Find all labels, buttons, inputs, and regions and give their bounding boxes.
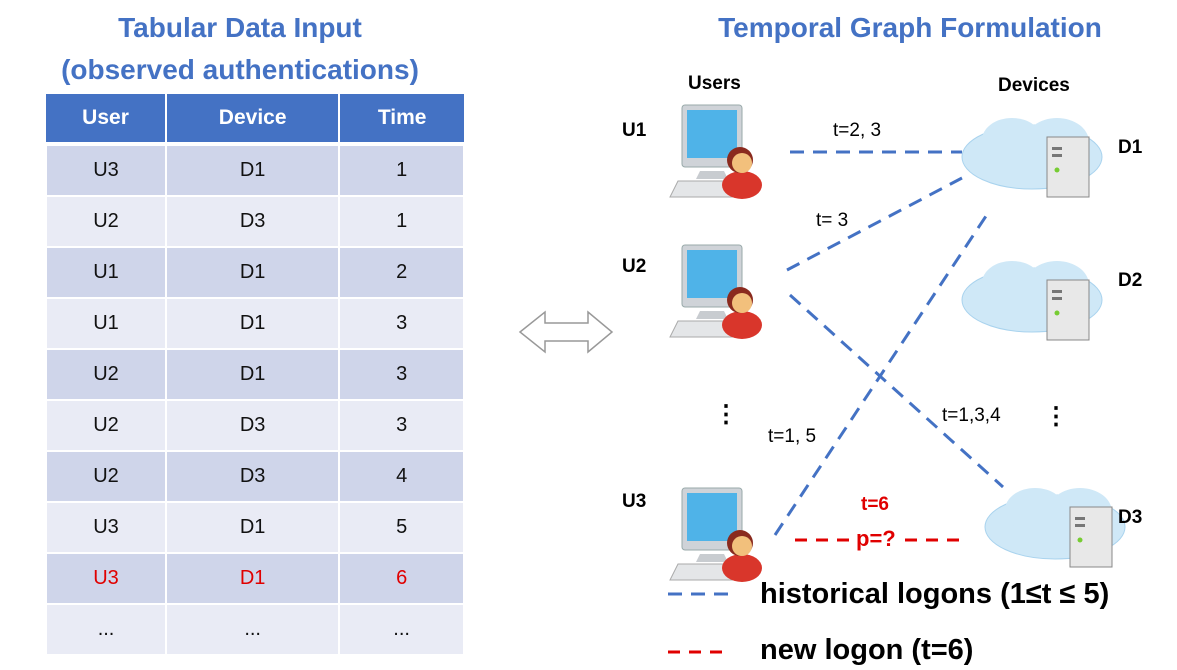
cell-device: D3 <box>165 450 341 503</box>
edge-u3-d1 <box>773 209 992 536</box>
cell-user: U3 <box>44 501 168 554</box>
edge-u2-d1 <box>786 176 963 272</box>
devices-label: Devices <box>998 75 1070 96</box>
cell-time: 6 <box>338 552 465 605</box>
cell-time: ... <box>338 603 465 656</box>
user-label-u3: U3 <box>622 491 647 512</box>
user-computer-icon-u3 <box>669 487 763 583</box>
device-label-d1: D1 <box>1118 137 1143 158</box>
device-server-icon-d3 <box>984 487 1126 568</box>
table-title: Tabular Data Input <box>118 12 362 43</box>
table-row: ......... <box>44 603 465 656</box>
cell-device: D1 <box>165 246 341 299</box>
user-label-u1: U1 <box>622 120 647 141</box>
cell-user: ... <box>44 603 168 656</box>
user-computer-icon-u1 <box>669 104 763 200</box>
device-server-icon-d1 <box>961 117 1103 198</box>
user-computer-icon-u2 <box>669 244 763 340</box>
cell-user: U2 <box>44 450 168 503</box>
cell-user: U3 <box>44 143 168 197</box>
cell-time: 1 <box>338 195 465 248</box>
cell-device: D1 <box>165 501 341 554</box>
header-user: User <box>46 94 168 146</box>
device-label-d2: D2 <box>1118 270 1143 291</box>
cell-time: 3 <box>338 348 465 401</box>
edge-label-u2-d1: t= 3 <box>816 210 849 231</box>
bidirectional-arrow-icon <box>518 310 614 354</box>
cell-device: D3 <box>165 399 341 452</box>
devices-ellipsis: ⋮ <box>1044 403 1068 430</box>
graph-title: Temporal Graph Formulation <box>718 12 1102 43</box>
cell-user: U3 <box>44 552 168 605</box>
users-ellipsis: ⋮ <box>714 401 738 428</box>
cell-device: D3 <box>165 195 341 248</box>
cell-time: 3 <box>338 297 465 350</box>
header-device: Device <box>166 94 341 146</box>
edge-u2-d3 <box>788 293 1005 489</box>
legend-new-label: new logon (t=6) <box>760 634 974 666</box>
legend-historical-label: historical logons (1≤t ≤ 5) <box>760 578 1110 610</box>
cell-device: ... <box>165 603 341 656</box>
cell-user: U2 <box>44 399 168 452</box>
user-label-u2: U2 <box>622 256 647 277</box>
cell-device: D1 <box>165 348 341 401</box>
new-edge-time: t=6 <box>861 494 889 515</box>
header-time: Time <box>339 94 464 146</box>
edge-label-u1-d1: t=2, 3 <box>833 120 882 141</box>
new-edge-probability: p=? <box>856 526 896 551</box>
cell-user: U2 <box>44 348 168 401</box>
cell-user: U1 <box>44 246 168 299</box>
table-subtitle: (observed authentications) <box>61 54 419 85</box>
cell-user: U2 <box>44 195 168 248</box>
edge-label-u3-d1: t=1, 5 <box>768 426 817 447</box>
cell-user: U1 <box>44 297 168 350</box>
cell-time: 4 <box>338 450 465 503</box>
cell-time: 2 <box>338 246 465 299</box>
cell-time: 5 <box>338 501 465 554</box>
cell-time: 3 <box>338 399 465 452</box>
users-label: Users <box>688 73 741 94</box>
cell-device: D1 <box>165 143 341 197</box>
cell-device: D1 <box>165 552 341 605</box>
cell-time: 1 <box>338 143 465 197</box>
device-label-d3: D3 <box>1118 507 1143 528</box>
device-server-icon-d2 <box>961 260 1103 341</box>
edge-label-u2-d3: t=1,3,4 <box>942 405 1001 426</box>
cell-device: D1 <box>165 297 341 350</box>
